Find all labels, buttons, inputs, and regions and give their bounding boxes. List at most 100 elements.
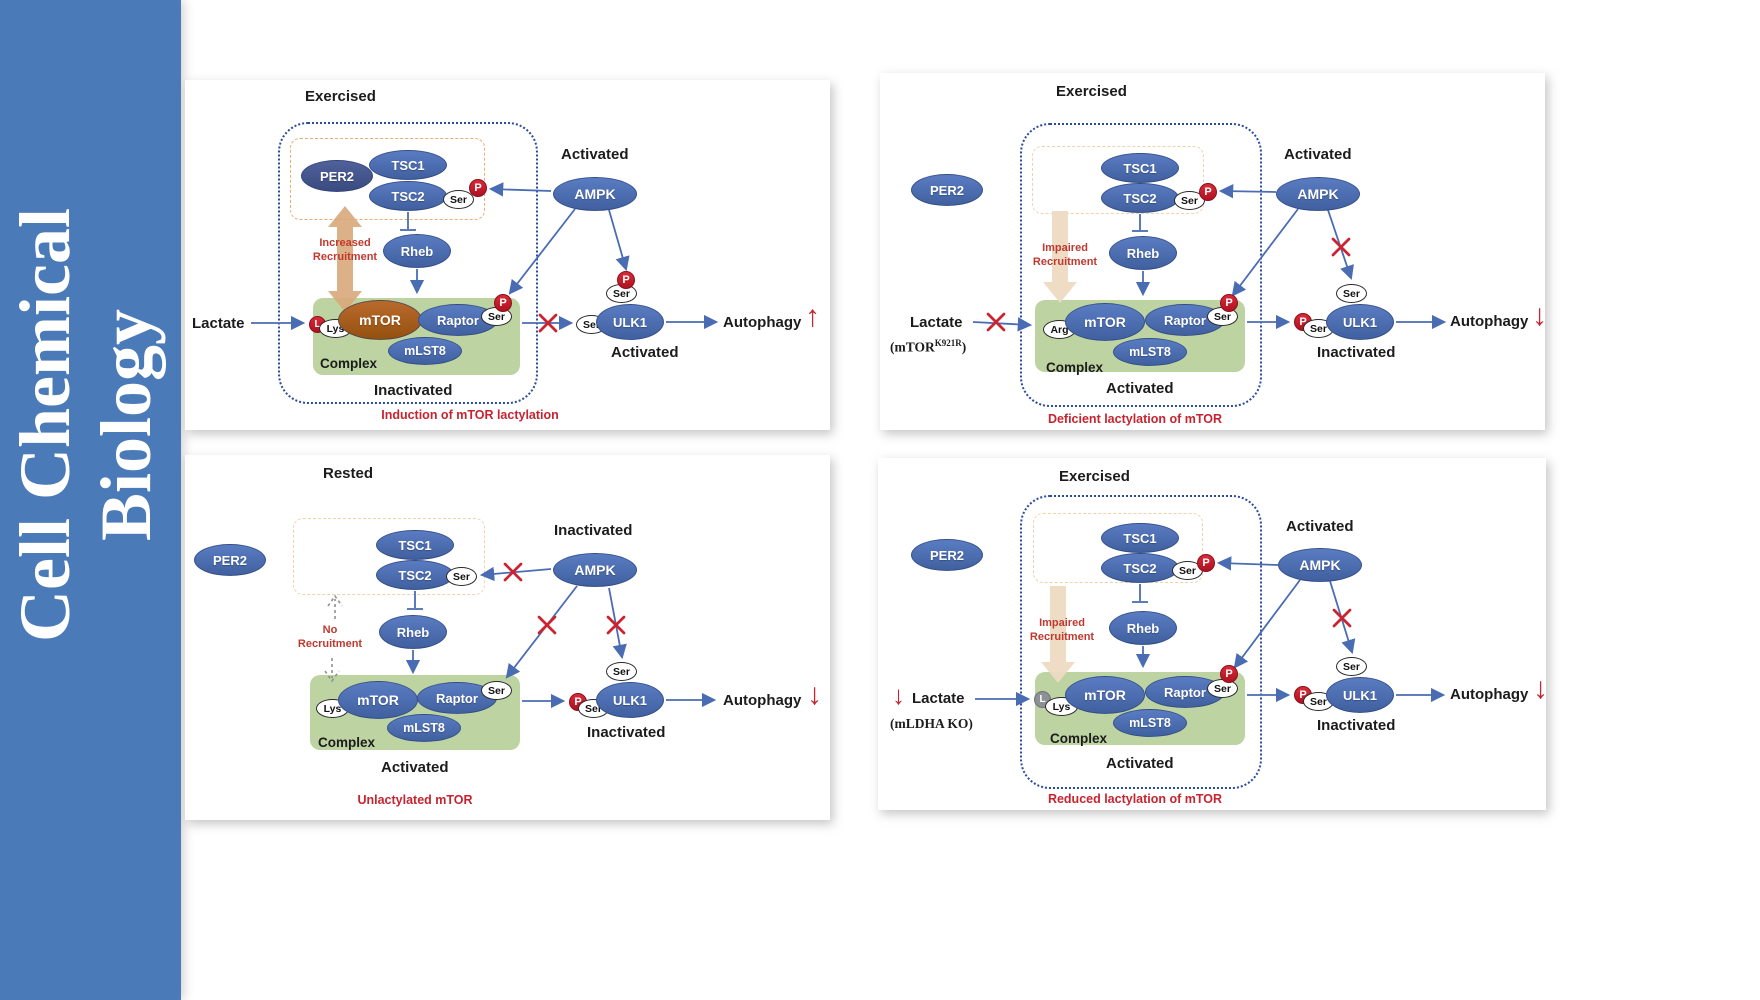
complex-label: Complex xyxy=(318,735,376,750)
per2-node: PER2 xyxy=(911,174,983,206)
blocked-cross-icon xyxy=(1332,608,1352,628)
mtor-node: mTOR xyxy=(1065,676,1145,714)
complex-state-label: Activated xyxy=(381,759,449,776)
blocked-cross-icon xyxy=(503,562,626,635)
mtor-node: mTOR xyxy=(338,681,418,719)
panel-caption: Deficient lactylation of mTOR xyxy=(1047,412,1223,426)
ulk1-state-label: Inactivated xyxy=(587,724,666,741)
ampk-node: AMPK xyxy=(553,553,637,587)
ampk-node: AMPK xyxy=(1276,177,1360,211)
mtor-node: mTOR xyxy=(1065,303,1145,341)
ulk1-node: ULK1 xyxy=(1326,304,1394,340)
ampk-node: AMPK xyxy=(1278,548,1362,582)
autophagy-direction-arrow-icon: ↓ xyxy=(807,678,822,711)
per2-tsc-dashed-box xyxy=(293,518,485,595)
ampk-state-label: Activated xyxy=(1286,518,1354,535)
pathway-arrows xyxy=(251,182,719,331)
panel-caption: Unlactylated mTOR xyxy=(357,793,473,807)
panel-caption: Reduced lactylation of mTOR xyxy=(1047,792,1223,806)
tsc2-ser-badge: Ser xyxy=(443,190,474,209)
tsc2-node: TSC2 xyxy=(376,560,454,590)
lactate-label: Lactate xyxy=(912,690,965,707)
ampk-state-label: Inactivated xyxy=(554,522,633,539)
mlst8-node: mLST8 xyxy=(388,337,462,365)
lactate-note: (mTORK921R) xyxy=(890,338,967,355)
mlst8-node: mLST8 xyxy=(1113,338,1187,366)
ampk-node: AMPK xyxy=(553,177,637,211)
rheb-node: Rheb xyxy=(1109,236,1177,270)
tsc1-node: TSC1 xyxy=(369,150,447,180)
per2-node: PER2 xyxy=(301,160,373,192)
per2-node: PER2 xyxy=(194,544,266,576)
ampk-state-label: Activated xyxy=(1284,146,1352,163)
tsc1-node: TSC1 xyxy=(376,530,454,560)
pathway-wires xyxy=(972,184,1447,332)
autophagy-direction-arrow-icon: ↓ xyxy=(1532,299,1547,332)
panel-caption: Induction of mTOR lactylation xyxy=(381,408,559,422)
complex-label: Complex xyxy=(320,356,378,371)
lactate-decrease-arrow-icon: ↓ xyxy=(892,680,905,710)
tsc2-phospho-badge: P xyxy=(469,179,487,197)
autophagy-label: Autophagy xyxy=(1450,313,1529,330)
tsc2-node: TSC2 xyxy=(1101,183,1179,213)
autophagy-label: Autophagy xyxy=(723,692,802,709)
rheb-node: Rheb xyxy=(1109,611,1177,645)
blocked-cross-icon xyxy=(538,313,558,333)
per2-node: PER2 xyxy=(911,539,983,571)
no-recruitment-dashed-arrows xyxy=(324,594,343,683)
complex-label: Complex xyxy=(1046,360,1104,375)
tsc2-phospho-badge: P xyxy=(1199,183,1217,201)
raptor-phospho-badge: P xyxy=(1220,294,1238,312)
tsc1-node: TSC1 xyxy=(1101,523,1179,553)
ulk1-ser-top-badge: Ser xyxy=(1336,284,1367,303)
ampk-state-label: Activated xyxy=(561,146,629,163)
increased-recruitment-arrow xyxy=(328,206,362,312)
blocked-cross-icon xyxy=(986,237,1351,332)
pathway-wires xyxy=(975,556,1446,707)
lactate-note: (mLDHA KO) xyxy=(890,716,973,731)
exercised-dotted-boundary xyxy=(278,122,538,404)
impaired-recruitment-arrow xyxy=(1043,211,1077,303)
autophagy-label: Autophagy xyxy=(1450,686,1529,703)
journal-sidebar: Cell Chemical Biology xyxy=(0,0,181,1000)
mlst8-node: mLST8 xyxy=(387,714,461,742)
complex-state-label: Activated xyxy=(1106,380,1174,397)
ulk1-node: ULK1 xyxy=(1326,677,1394,713)
pathway-wires xyxy=(251,182,719,333)
raptor-ser-badge: Ser xyxy=(1207,679,1238,698)
per2-tsc-dashed-box xyxy=(1032,146,1204,214)
complex-state-label: Inactivated xyxy=(374,382,453,399)
lactate-label: Lactate xyxy=(910,314,963,331)
complex-state-label: Activated xyxy=(1106,755,1174,772)
panel-deficient-lactylation-of-mtor: Exercised PER2 TSC1 TSC2 Ser P Activated… xyxy=(880,73,1547,430)
tsc2-ser-badge: Ser xyxy=(446,567,477,586)
mlst8-node: mLST8 xyxy=(1113,709,1187,737)
mtor-node: mTOR xyxy=(338,300,422,340)
ulk1-ser-top-badge: Ser xyxy=(1336,657,1367,676)
lactate-label: Lactate xyxy=(192,315,245,332)
panel-induction-of-mtor-lactylation: Exercised PER2 TSC1 TSC2 Ser P Activated… xyxy=(185,80,830,430)
ulk1-state-label: Inactivated xyxy=(1317,717,1396,734)
autophagy-direction-arrow-icon: ↓ xyxy=(1533,672,1548,705)
tsc2-node: TSC2 xyxy=(369,181,447,211)
panel-unlactylated-mtor: Rested PER2 TSC1 TSC2 Ser Inactivated AM… xyxy=(185,455,830,820)
journal-title-line1: Cell Chemical xyxy=(5,208,85,642)
journal-title: Cell Chemical Biology xyxy=(5,5,175,845)
tsc1-node: TSC1 xyxy=(1101,153,1179,183)
exercised-dotted-boundary xyxy=(1020,123,1262,407)
impaired-recruitment-arrow xyxy=(1041,586,1075,683)
complex-label: Complex xyxy=(1050,731,1108,746)
pathway-wires xyxy=(324,562,717,709)
ulk1-state-label: Activated xyxy=(611,344,679,361)
ulk1-node: ULK1 xyxy=(596,682,664,718)
autophagy-direction-arrow-icon: ↑ xyxy=(805,300,820,333)
journal-title-line2: Biology xyxy=(85,308,166,542)
ulk1-node: ULK1 xyxy=(596,304,664,340)
raptor-ser-badge: Ser xyxy=(481,681,512,700)
rheb-node: Rheb xyxy=(379,615,447,649)
raptor-ser-badge: Ser xyxy=(1207,307,1238,326)
ulk1-state-label: Inactivated xyxy=(1317,344,1396,361)
